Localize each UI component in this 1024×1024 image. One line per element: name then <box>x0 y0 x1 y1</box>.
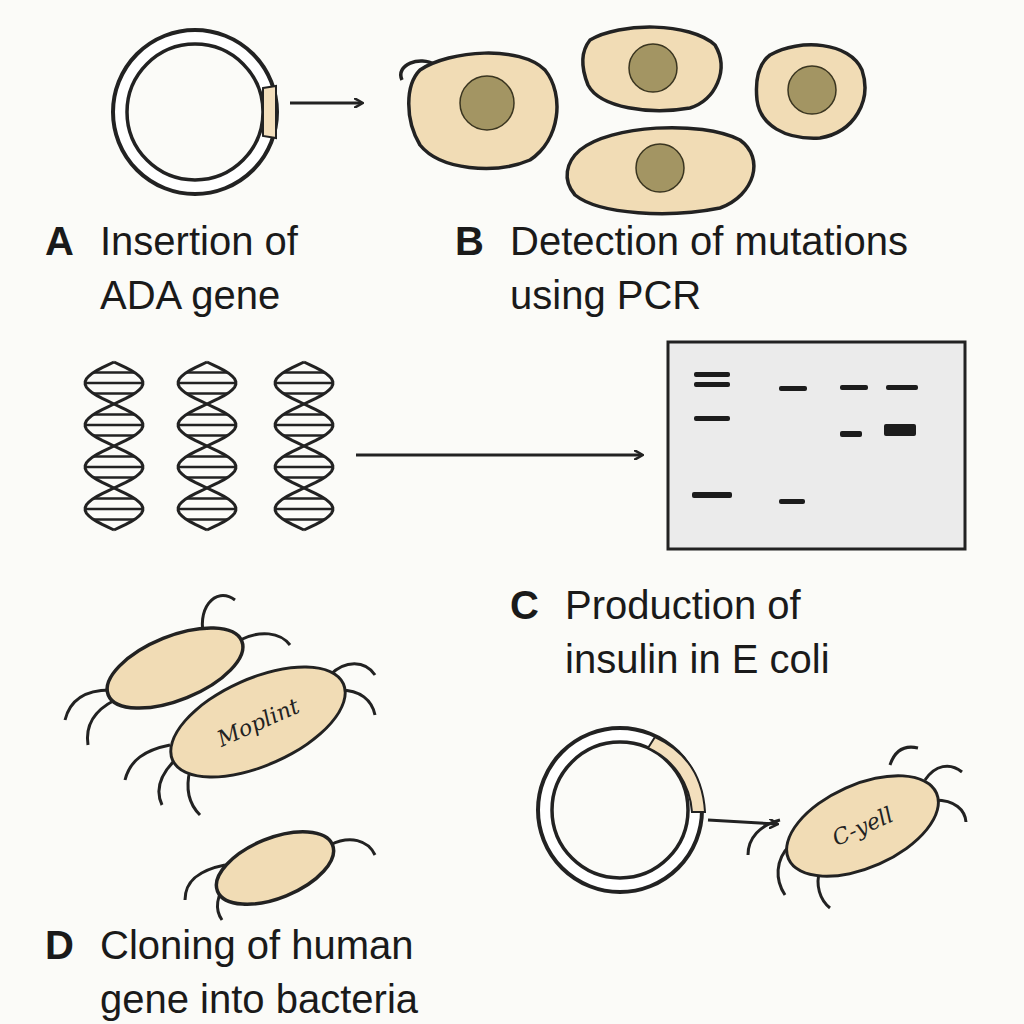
dna-rung <box>93 497 134 500</box>
dna-strand <box>275 362 333 530</box>
human-cells <box>401 27 865 213</box>
dna-rung <box>186 518 227 521</box>
dna-strand <box>275 362 333 530</box>
dna-rung <box>178 424 236 427</box>
dna-rung <box>186 476 227 479</box>
panel-letter: A <box>45 214 85 268</box>
plasmid <box>538 728 705 892</box>
dna-strand <box>85 362 143 530</box>
dna-rung <box>283 455 324 458</box>
panel-letter: C <box>510 578 550 632</box>
arrow <box>290 102 362 105</box>
dna-rung <box>283 392 324 395</box>
panel-letter: B <box>455 214 495 268</box>
dna-rung <box>186 497 227 500</box>
dna-strand <box>178 362 236 530</box>
dna-rung <box>178 508 236 511</box>
dna-rung <box>283 476 324 479</box>
cell-nucleus <box>460 44 836 192</box>
dna-rung <box>283 518 324 521</box>
bacterium-label: Moplint <box>213 693 303 751</box>
panel-caption: Production of insulin in E coli <box>565 578 895 686</box>
bacterium-label: C-yell <box>828 802 896 851</box>
dna-rung <box>178 382 236 385</box>
panel-caption: Insertion of ADA gene <box>100 214 350 322</box>
dna-rung <box>85 466 143 469</box>
dna-rung <box>93 392 134 395</box>
dna-rung <box>85 382 143 385</box>
dna-rung <box>85 508 143 511</box>
dna-rung <box>93 476 134 479</box>
arrow <box>708 820 777 824</box>
dna-rung <box>186 413 227 416</box>
dna-rung <box>275 508 333 511</box>
dna-rung <box>85 424 143 427</box>
gel <box>668 342 965 549</box>
plasmid <box>113 30 277 194</box>
dna-rung <box>275 382 333 385</box>
dna-rung <box>283 371 324 374</box>
dna-rung <box>283 497 324 500</box>
dna-rung <box>283 434 324 437</box>
dna-rung <box>93 371 134 374</box>
panel-caption: Cloning of human gene into bacteria <box>100 918 480 1024</box>
dna-rung <box>275 466 333 469</box>
arrow <box>356 454 642 457</box>
dna-rung <box>93 413 134 416</box>
dna-rung <box>178 466 236 469</box>
dna-rung <box>93 434 134 437</box>
panel-caption: Detection of mutations using PCR <box>510 214 990 322</box>
dna-rung <box>186 371 227 374</box>
dna-strand <box>85 362 143 530</box>
dna-rung <box>186 434 227 437</box>
dna-rung <box>93 455 134 458</box>
dna-helix <box>85 362 333 530</box>
dna-rung <box>93 518 134 521</box>
dna-rung <box>283 413 324 416</box>
bacteria <box>65 596 966 920</box>
dna-strand <box>178 362 236 530</box>
dna-rung <box>186 392 227 395</box>
panel-letter: D <box>45 918 85 972</box>
dna-rung <box>275 424 333 427</box>
dna-rung <box>186 455 227 458</box>
